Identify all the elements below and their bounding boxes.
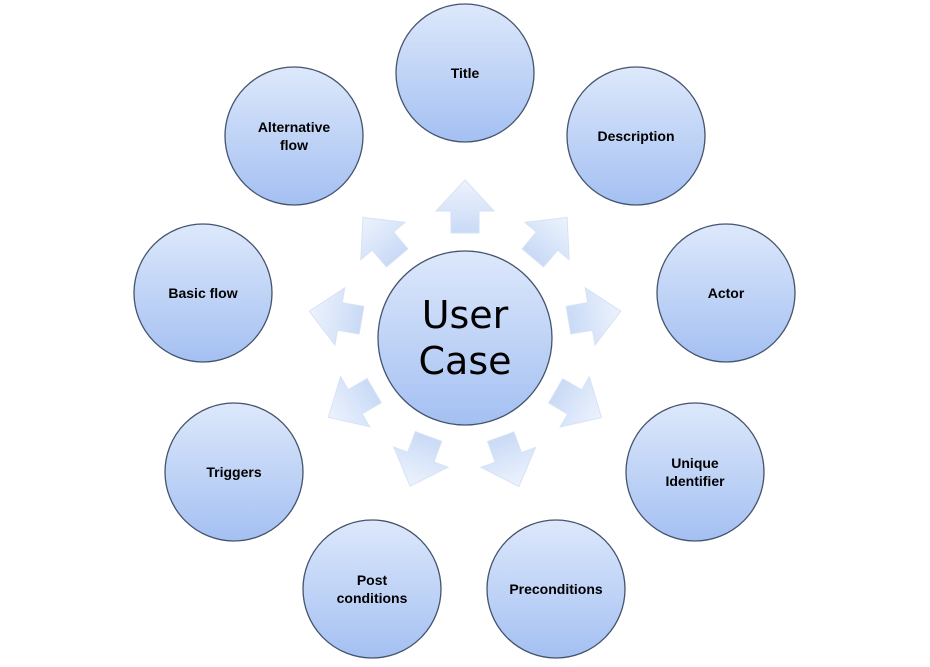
node-circle: [656, 223, 796, 363]
node-preconditions: Preconditions: [486, 519, 626, 659]
arrow-shape: [521, 216, 570, 268]
arrow-post-conditions: [392, 430, 450, 487]
node-circle: [224, 66, 364, 206]
center-circle: [377, 250, 553, 426]
node-circle: [164, 402, 304, 542]
arrow-unique-identifier: [547, 375, 603, 428]
node-triggers: Triggers: [164, 402, 304, 542]
node-circle: [566, 66, 706, 206]
node-title: Title: [395, 3, 535, 143]
node-description: Description: [566, 66, 706, 206]
arrow-shape: [308, 286, 365, 347]
node-actor: Actor: [656, 223, 796, 363]
node-label-line: Actor: [708, 285, 745, 301]
node-label-line: Alternative: [258, 119, 331, 135]
node-label-line: Description: [597, 128, 674, 144]
node-post-conditions: Post conditions: [302, 519, 442, 659]
arrow-shape: [392, 430, 450, 487]
arrow-shape: [547, 375, 603, 428]
node-label-line: flow: [280, 137, 308, 153]
node-circle: [625, 402, 765, 542]
node-label-line: Title: [451, 65, 480, 81]
node-circle: [133, 223, 273, 363]
arrow-basic-flow: [308, 286, 365, 347]
arrow-title: [434, 179, 496, 234]
arrow-preconditions: [479, 431, 537, 488]
node-circle: [395, 3, 535, 143]
node-label-line: Preconditions: [509, 581, 603, 597]
node-alternative-flow: Alternative flow: [224, 66, 364, 206]
arrow-shape: [327, 375, 382, 428]
arrow-shape: [479, 431, 537, 488]
node-circle: [486, 519, 626, 659]
node-label-line: Case: [419, 339, 512, 383]
node-basic-flow: Basic flow: [133, 223, 273, 363]
node-circle: [302, 519, 442, 659]
node-label-line: Basic flow: [168, 285, 237, 301]
arrow-alternative-flow: [360, 216, 409, 268]
node-label-line: Unique: [671, 455, 719, 471]
nodes-layer: TitleDescriptionActorUniqueIdentifierPre…: [133, 3, 796, 659]
arrow-triggers: [327, 375, 382, 428]
node-label-line: Post: [357, 572, 388, 588]
arrow-shape: [434, 179, 496, 234]
node-label-line: Identifier: [665, 473, 725, 489]
arrow-shape: [360, 216, 409, 268]
arrow-actor: [565, 286, 622, 347]
node-label-line: User: [422, 293, 509, 337]
node-label-line: Triggers: [206, 464, 261, 480]
arrow-shape: [565, 286, 622, 347]
arrows-layer: [308, 179, 622, 488]
node-label-line: conditions: [337, 590, 408, 606]
arrow-description: [521, 216, 570, 268]
